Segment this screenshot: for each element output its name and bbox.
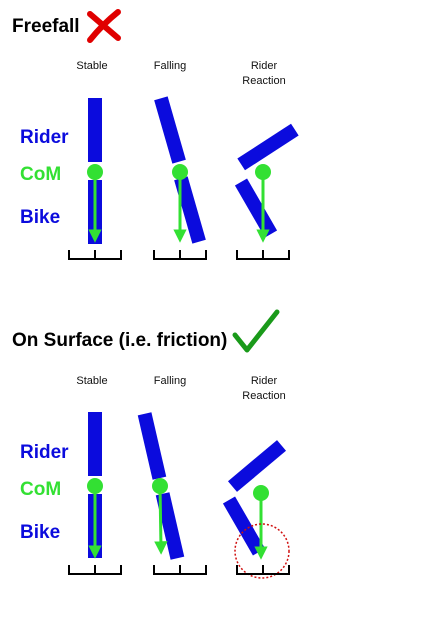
figure-falling <box>153 96 207 260</box>
rider-bar <box>137 412 167 480</box>
column-label-falling: Falling <box>154 60 186 72</box>
bike-bar <box>222 496 266 556</box>
rider-bar <box>88 412 102 476</box>
section-title-freefall: Freefall <box>12 16 80 37</box>
column-label-falling: Falling <box>154 375 186 387</box>
side-label-com: CoM <box>20 479 61 500</box>
cross-icon <box>87 9 121 43</box>
section-title-on-surface: On Surface (i.e. friction) <box>12 330 227 351</box>
column-label-rider-reaction-line2: Reaction <box>242 390 285 402</box>
column-label-rider-reaction-line1: Rider <box>251 60 278 72</box>
figure-stable <box>68 412 122 575</box>
figure-rider-reaction <box>234 123 299 260</box>
rider-bar <box>237 123 299 171</box>
ground-scale <box>153 565 207 575</box>
ground-scale <box>236 565 290 575</box>
section-on-surface: On Surface (i.e. friction) Stable Fallin… <box>12 309 290 579</box>
figure-falling <box>137 412 207 575</box>
check-icon <box>232 309 280 353</box>
side-label-bike: Bike <box>20 522 60 543</box>
column-label-rider-reaction-line2: Reaction <box>242 75 285 87</box>
figure-rider-reaction <box>222 440 290 579</box>
section-freefall: Freefall Stable Falling Rider Reaction R… <box>12 9 299 260</box>
rider-bar <box>88 98 102 162</box>
side-label-rider: Rider <box>20 127 69 148</box>
rider-bar <box>227 440 287 492</box>
ground-scale <box>153 250 207 260</box>
side-label-bike: Bike <box>20 207 60 228</box>
contact-highlight-circle <box>234 523 290 579</box>
side-label-rider: Rider <box>20 442 69 463</box>
ground-scale <box>68 250 122 260</box>
column-label-stable: Stable <box>76 375 107 387</box>
column-label-rider-reaction-line1: Rider <box>251 375 278 387</box>
column-label-stable: Stable <box>76 60 107 72</box>
ground-scale <box>68 565 122 575</box>
bike-bar <box>234 178 278 238</box>
bike-bar <box>174 176 206 244</box>
figure-stable <box>68 98 122 260</box>
side-label-com: CoM <box>20 164 61 185</box>
bike-bar <box>155 492 185 560</box>
gravity-arrow <box>154 485 168 555</box>
rider-bar <box>154 96 186 164</box>
ground-scale <box>236 250 290 260</box>
